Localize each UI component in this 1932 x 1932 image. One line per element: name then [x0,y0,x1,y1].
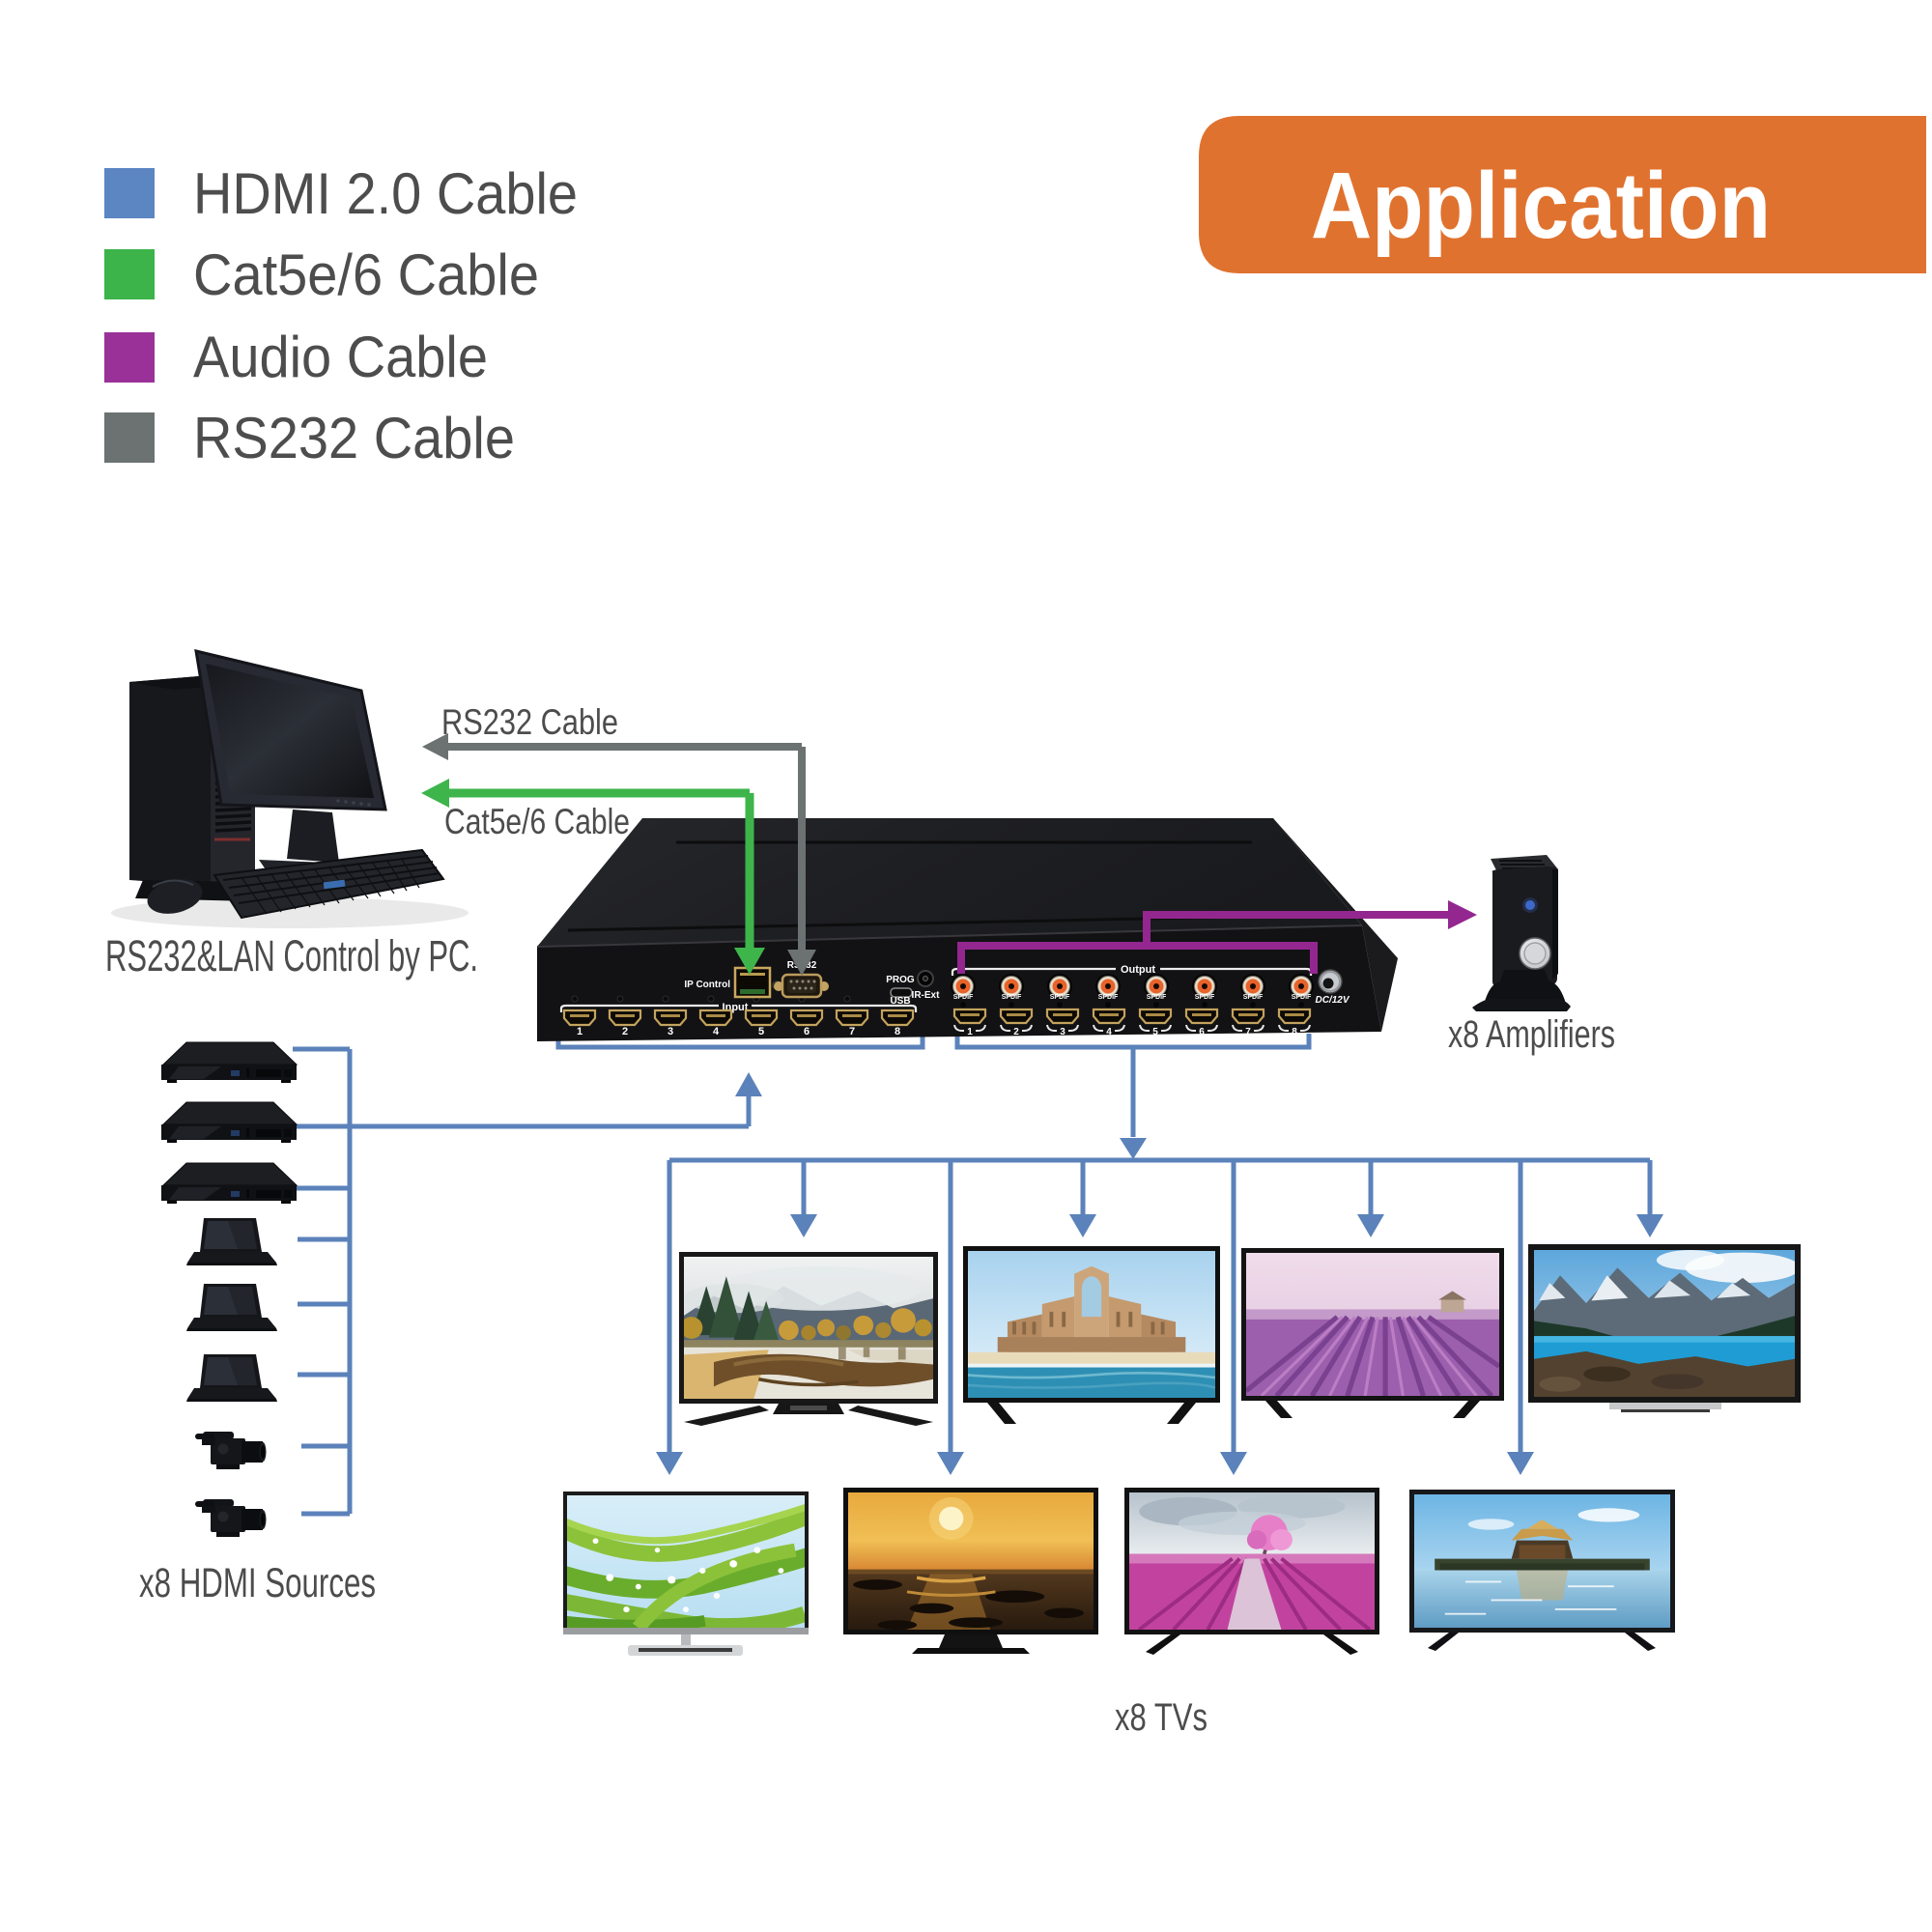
svg-text:PROG: PROG [886,975,915,985]
svg-text:SPDIF: SPDIF [1292,994,1312,1001]
svg-text:Output: Output [1121,964,1155,976]
svg-text:5: 5 [758,1026,764,1037]
svg-text:DC/12V: DC/12V [1315,995,1350,1006]
svg-text:SPDIF: SPDIF [1002,994,1022,1001]
svg-text:6: 6 [804,1026,810,1037]
svg-text:SPDIF: SPDIF [1050,994,1070,1001]
svg-text:4: 4 [713,1026,720,1037]
svg-text:3: 3 [1060,1027,1065,1037]
svg-text:Application: Application [1311,153,1771,258]
svg-text:SPDIF: SPDIF [1147,994,1167,1001]
svg-text:3: 3 [668,1026,673,1037]
svg-text:7: 7 [849,1026,855,1037]
svg-text:Audio Cable: Audio Cable [193,325,488,389]
svg-text:2: 2 [622,1026,628,1037]
svg-text:HDMI 2.0 Cable: HDMI 2.0 Cable [193,161,578,226]
svg-text:8: 8 [895,1026,900,1037]
svg-text:RS232 Cable: RS232 Cable [193,406,515,470]
svg-text:IR-Ext: IR-Ext [912,990,941,1001]
svg-text:1: 1 [967,1027,973,1037]
svg-text:SPDIF: SPDIF [1243,994,1264,1001]
svg-text:RS232 Cable: RS232 Cable [441,702,618,742]
svg-text:8: 8 [1292,1027,1297,1037]
svg-text:1: 1 [577,1026,582,1037]
svg-text:x8 HDMI Sources: x8 HDMI Sources [139,1560,376,1606]
svg-text:RS232&LAN Control by PC.: RS232&LAN Control by PC. [105,931,478,980]
svg-text:SPDIF: SPDIF [1098,994,1119,1001]
svg-text:USB: USB [890,996,910,1007]
svg-text:6: 6 [1199,1027,1205,1037]
svg-text:2: 2 [1013,1027,1019,1037]
svg-text:SPDIF: SPDIF [1195,994,1215,1001]
svg-text:7: 7 [1245,1027,1251,1037]
svg-text:x8 TVs: x8 TVs [1115,1696,1208,1739]
svg-text:SPDIF: SPDIF [953,994,974,1001]
svg-text:Cat5e/6 Cable: Cat5e/6 Cable [444,802,630,841]
svg-text:5: 5 [1152,1027,1158,1037]
svg-text:4: 4 [1106,1027,1112,1037]
svg-text:IP Control: IP Control [684,980,730,990]
svg-text:Cat5e/6 Cable: Cat5e/6 Cable [193,242,539,307]
svg-text:x8 Amplifiers: x8 Amplifiers [1448,1013,1615,1056]
